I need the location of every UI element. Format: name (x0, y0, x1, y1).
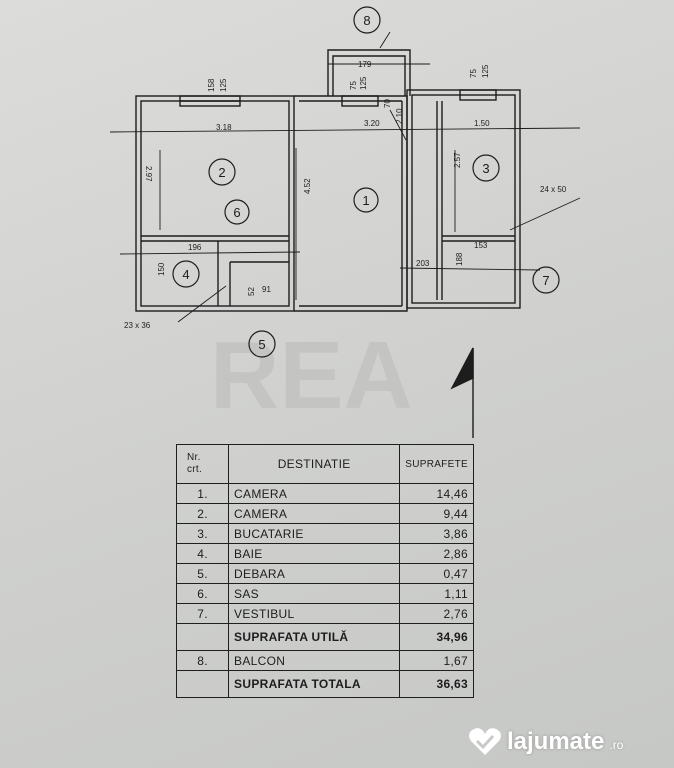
brand-tld: .ro (609, 738, 624, 752)
row-nr: 4. (175, 543, 230, 564)
useful-area-row: SUPRAFATA UTILĂ 34,96 (175, 623, 474, 651)
dim-label: 23 x 36 (124, 321, 151, 330)
svg-text:5: 5 (258, 337, 265, 352)
header-area: SUPRAFETE (399, 444, 474, 484)
row-name: CAMERA (228, 503, 401, 524)
row-area: 9,44 (399, 503, 474, 524)
dim-label: 203 (416, 259, 430, 268)
row-area: 2,86 (399, 543, 474, 564)
dim-label: 179 (358, 60, 372, 69)
dimension-labels: 179 158 125 75 125 75 125 70 3.20 2.10 1… (124, 60, 567, 330)
table-row: 6. SAS 1,11 (175, 583, 474, 604)
row-name: BAIE (228, 543, 401, 564)
dim-label: 91 (262, 285, 271, 294)
dim-label: 3.18 (216, 123, 232, 132)
row-nr: 8. (175, 650, 230, 671)
row-name: DEBARA (228, 563, 401, 584)
dim-label: 125 (219, 78, 228, 92)
row-area: 3,86 (399, 523, 474, 544)
table-row: 7. VESTIBUL 2,76 (175, 603, 474, 624)
dim-label: 153 (474, 241, 488, 250)
room-marker-8: 8 (353, 6, 381, 34)
row-nr: 5. (175, 563, 230, 584)
table-row: 1. CAMERA 14,46 (175, 483, 474, 504)
room-markers: 1 2 3 4 5 6 7 8 (172, 6, 560, 358)
useful-area-value: 34,96 (399, 623, 474, 651)
dim-label: 196 (188, 243, 202, 252)
dim-label: 4.52 (303, 178, 312, 194)
row-name: VESTIBUL (228, 603, 401, 624)
dim-label: 2.57 (453, 152, 462, 168)
dim-label: 2.10 (395, 108, 404, 124)
dim-label: 75 (469, 69, 478, 78)
table-row: 3. BUCATARIE 3,86 (175, 523, 474, 544)
svg-text:7: 7 (542, 273, 549, 288)
row-name: BUCATARIE (228, 523, 401, 544)
row-name: CAMERA (228, 483, 401, 504)
row-nr: 3. (175, 523, 230, 544)
useful-area-label: SUPRAFATA UTILĂ (228, 623, 401, 651)
dim-label: 3.20 (364, 119, 380, 128)
balcony-row: 8. BALCON 1,67 (175, 650, 474, 671)
total-area-label: SUPRAFATA TOTALA (228, 670, 401, 698)
total-area-value: 36,63 (399, 670, 474, 698)
dim-label: 158 (207, 78, 216, 92)
table-row: 5. DEBARA 0,47 (175, 563, 474, 584)
brand-name: lajumate (507, 728, 605, 755)
dimension-lines (109, 31, 581, 323)
room-marker-5: 5 (248, 330, 276, 358)
dim-label: 2.97 (144, 166, 153, 182)
row-area: 14,46 (399, 483, 474, 504)
table-header-row: Nr. crt. DESTINATIE SUPRAFETE (175, 444, 474, 484)
heart-icon (469, 728, 501, 755)
row-name: SAS (228, 583, 401, 604)
row-nr-empty (175, 623, 230, 651)
dim-label: 75 (349, 81, 358, 90)
floor-plan: REA (109, 6, 581, 438)
brand-watermark: lajumate .ro (468, 722, 674, 762)
room-marker-6: 6 (224, 199, 250, 225)
svg-text:1: 1 (362, 193, 369, 208)
dim-label: 1.50 (474, 119, 490, 128)
row-area: 1,11 (399, 583, 474, 604)
watermark-text: REA (210, 322, 413, 429)
room-marker-1: 1 (353, 187, 379, 213)
row-nr: 6. (175, 583, 230, 604)
dim-label: 24 x 50 (540, 185, 567, 194)
row-area: 0,47 (399, 563, 474, 584)
svg-text:8: 8 (363, 13, 370, 28)
svg-text:2: 2 (218, 165, 225, 180)
dim-label: 70 (383, 99, 392, 108)
room-marker-7: 7 (532, 266, 560, 294)
room-marker-2: 2 (208, 158, 236, 186)
row-nr: 2. (175, 503, 230, 524)
row-area: 2,76 (399, 603, 474, 624)
room-marker-4: 4 (172, 260, 200, 288)
dim-label: 125 (481, 64, 490, 78)
row-name: BALCON (228, 650, 401, 671)
dim-label: 125 (359, 76, 368, 90)
row-nr: 7. (175, 603, 230, 624)
table-row: 4. BAIE 2,86 (175, 543, 474, 564)
area-table: Nr. crt. DESTINATIE SUPRAFETE 1. CAMERA … (175, 444, 474, 698)
header-nr: Nr. crt. (175, 444, 230, 484)
row-nr-empty (175, 670, 230, 698)
row-nr: 1. (175, 483, 230, 504)
header-destination: DESTINATIE (228, 444, 401, 484)
dim-label: 188 (455, 252, 464, 266)
table-row: 2. CAMERA 9,44 (175, 503, 474, 524)
row-area: 1,67 (399, 650, 474, 671)
svg-text:4: 4 (182, 267, 189, 282)
room-marker-3: 3 (472, 154, 500, 182)
total-area-row: SUPRAFATA TOTALA 36,63 (175, 670, 474, 698)
dim-label: 150 (157, 262, 166, 276)
svg-text:6: 6 (233, 205, 240, 220)
dim-label: 52 (247, 287, 256, 296)
walls (135, 49, 521, 438)
svg-text:3: 3 (482, 161, 489, 176)
